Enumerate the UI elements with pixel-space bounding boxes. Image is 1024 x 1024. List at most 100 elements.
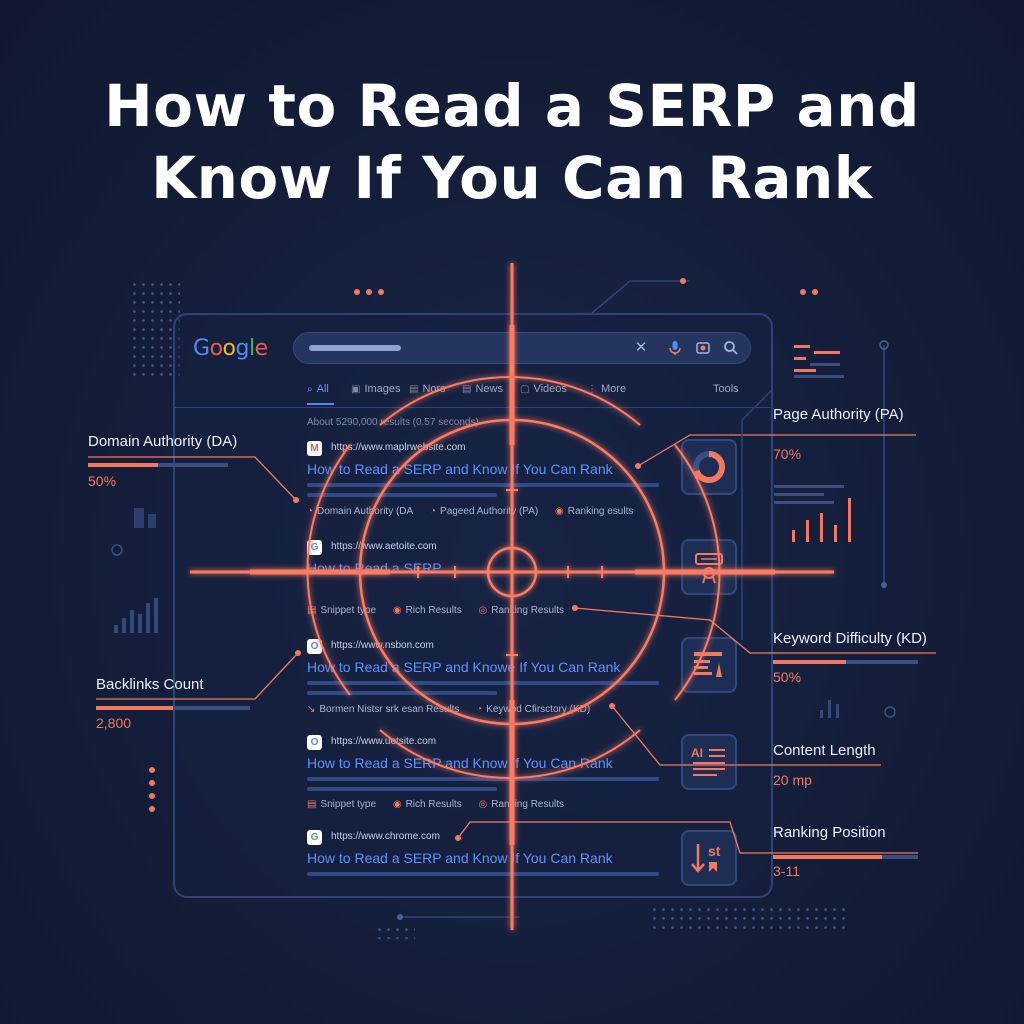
result-snippet-line <box>307 493 497 497</box>
dot-grid-bottom-left <box>375 925 415 939</box>
more-icon: ⋮ <box>587 384 597 395</box>
result-url[interactable]: https://www.chrome.com <box>331 831 440 842</box>
icon-box-ranking-position: st <box>681 830 737 886</box>
metric-backlinks-fill <box>96 706 173 710</box>
dot-grid-right <box>650 905 850 935</box>
tab-all[interactable]: ⌕All <box>307 383 329 395</box>
link-icon: ↘ <box>307 704 316 715</box>
search-result-4[interactable]: O https://www.uetsite.com How to Read a … <box>307 735 667 815</box>
keyword-icon: ◔ <box>476 704 483 715</box>
search-result-5[interactable]: G https://www.chrome.com How to Read a S… <box>307 830 667 890</box>
dot-icon: ◔ <box>307 506 314 517</box>
result-snippet-line <box>307 691 497 695</box>
metric-domain-authority-value: 50% <box>88 473 117 489</box>
metric-ranking-position-label: Ranking Position <box>773 824 886 841</box>
title-line-2: Know If You Can Rank <box>151 144 873 212</box>
donut-chart-icon <box>693 451 725 483</box>
search-icon[interactable] <box>722 339 740 357</box>
deco-bars-right <box>774 340 889 588</box>
result-url[interactable]: https://www.uetsite.com <box>331 736 437 747</box>
metric-keyword-difficulty-value: 50% <box>773 669 802 685</box>
metric-ranking-position-value: 3-11 <box>773 863 800 879</box>
deco-bars-left <box>111 508 158 633</box>
tabs-divider <box>175 407 771 408</box>
ai-label: AI <box>691 746 703 760</box>
tab-more[interactable]: ⋮More <box>587 383 627 395</box>
result-title[interactable]: How to Read a SERP and Knowe If You Can … <box>307 659 621 675</box>
result-meta: ▤Snippet type ◉Rich Results ◎Ranking Res… <box>307 799 565 810</box>
metric-domain-authority-fill <box>88 463 158 467</box>
result-title[interactable]: How to Read a SERP and Know If You Can R… <box>307 755 613 771</box>
metric-domain-authority-label: Domain Authority (DA) <box>88 433 238 450</box>
page-title: How to Read a SERP and Know If You Can R… <box>0 70 1024 214</box>
news-icon: ▤ <box>462 384 472 395</box>
search-icon: ⌕ <box>307 384 313 395</box>
tab-videos[interactable]: ▢Videos <box>520 383 567 395</box>
ranking-icon: ◎ <box>478 799 488 810</box>
icon-box-content-length: AI <box>681 734 737 790</box>
metric-domain-authority-bar <box>88 463 228 467</box>
result-meta: ↘Bormen Nistsr srk esan Results ◔Keywod … <box>307 704 591 715</box>
metric-keyword-difficulty-bar <box>773 660 918 664</box>
search-result-1[interactable]: M https://www.maplrwebsite.com How to Re… <box>307 441 667 521</box>
favicon: O <box>307 735 322 750</box>
dot-grid-left <box>130 280 180 380</box>
tab-tools[interactable]: Tools <box>713 383 739 395</box>
result-url[interactable]: https://www.nsbon.com <box>331 640 434 651</box>
rich-results-icon: ◉ <box>392 799 402 810</box>
favicon: G <box>307 540 322 555</box>
badge-icon <box>695 553 723 584</box>
document-icon <box>694 652 722 677</box>
ranking-icon: st <box>691 843 721 873</box>
dot-icon: ◔ <box>429 506 437 517</box>
deco-lines-bottom-right <box>820 700 896 718</box>
top-dots <box>354 289 394 297</box>
metric-backlinks-value: 2,800 <box>96 715 132 731</box>
result-title[interactable]: How to Read a SERP and Know If You Can R… <box>307 461 613 477</box>
close-icon[interactable]: ✕ <box>634 339 648 356</box>
results-count: About 5290,000 results (0.57 seconds) <box>307 417 479 428</box>
metric-keyword-difficulty-fill <box>773 660 846 664</box>
result-meta: ◔Domain Authority (DA ◔Pageed Authority … <box>307 506 634 517</box>
search-result-3[interactable]: O https://www.nsbon.com How to Read a SE… <box>307 639 667 719</box>
rich-results-icon: ◉ <box>392 605 402 616</box>
result-snippet-line <box>307 681 659 685</box>
metric-ranking-position-bar <box>773 855 918 859</box>
result-snippet-line <box>307 787 497 791</box>
image-icon: ▣ <box>351 384 361 395</box>
lens-icon[interactable] <box>694 339 712 357</box>
tab-news[interactable]: ▤News <box>462 383 503 395</box>
favicon: G <box>307 830 322 845</box>
result-url[interactable]: https://www.aetoite.com <box>331 541 437 552</box>
top-right-dots <box>800 289 830 297</box>
metric-keyword-difficulty-label: Keyword Difficulty (KD) <box>773 630 927 647</box>
news-icon: ▤ <box>409 384 419 395</box>
metric-ranking-position-fill <box>773 855 882 859</box>
favicon: O <box>307 639 322 654</box>
result-snippet-line <box>307 777 659 781</box>
result-snippet-line <box>307 483 659 487</box>
metric-page-authority-label: Page Authority (PA) <box>773 406 904 423</box>
video-icon: ▢ <box>520 384 530 395</box>
result-snippet-line <box>307 872 659 876</box>
target-crosshair <box>190 263 834 930</box>
search-query-placeholder <box>309 345 401 351</box>
google-logo[interactable]: Google <box>193 336 268 361</box>
mic-icon[interactable] <box>666 339 684 357</box>
metric-page-authority-value: 70% <box>773 446 802 462</box>
icon-box-badge <box>681 539 737 595</box>
left-dots <box>149 767 157 817</box>
tab-nors[interactable]: ▤Nors <box>409 383 446 395</box>
tab-images[interactable]: ▣Images <box>351 383 401 395</box>
st-label: st <box>708 843 721 859</box>
result-url[interactable]: https://www.maplrwebsite.com <box>331 442 466 453</box>
title-line-1: How to Read a SERP and <box>104 72 920 140</box>
snippet-icon: ▤ <box>307 799 317 810</box>
browser-window <box>173 313 773 898</box>
result-title[interactable]: How to Read a SERP and Know If You Can R… <box>307 850 613 866</box>
dot-icon: ◉ <box>555 506 564 517</box>
browser-frame-accent <box>591 278 690 314</box>
metric-backlinks-bar <box>96 706 250 710</box>
metric-backlinks-label: Backlinks Count <box>96 676 204 693</box>
